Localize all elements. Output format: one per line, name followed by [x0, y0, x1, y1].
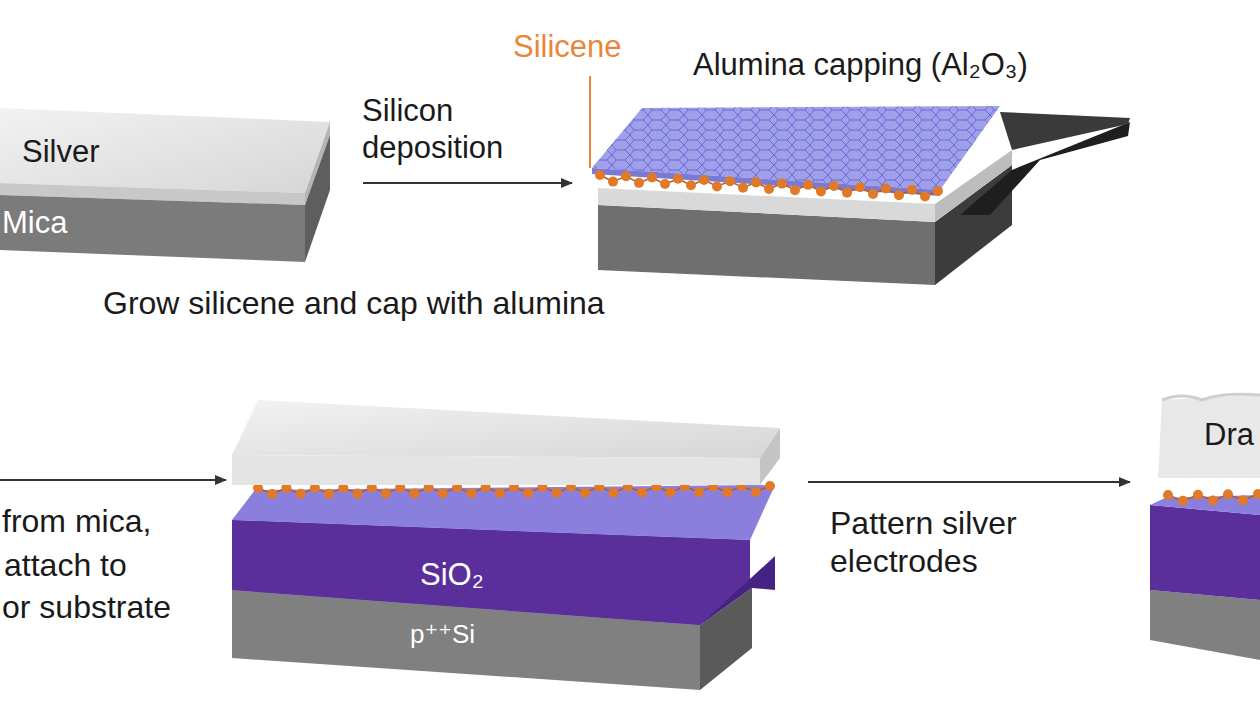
- layer-label: SiO₂: [420, 556, 484, 593]
- step-label: Silicon deposition: [362, 92, 577, 166]
- process-arrow: [363, 182, 572, 184]
- step-caption: Grow silicene and cap with alumina: [103, 284, 605, 322]
- patterned-device: [1150, 394, 1260, 660]
- step-caption: attach to: [4, 546, 127, 584]
- transferred-stack: [232, 400, 780, 690]
- silver-mica-slab: [0, 108, 330, 262]
- layer-label: Mica: [2, 204, 67, 241]
- step-caption: or substrate: [2, 588, 171, 626]
- layer-label: Dra: [1204, 416, 1254, 453]
- material-label: Silicene: [513, 28, 622, 65]
- leader-line: [589, 76, 591, 168]
- process-arrow: [808, 481, 1130, 483]
- step-label: Pattern silver electrodes: [830, 504, 1100, 581]
- step-caption: from mica,: [2, 502, 151, 540]
- capped-silicene-slab: [592, 106, 1130, 285]
- material-label: Alumina capping (Al₂O₃): [693, 46, 1028, 83]
- layer-label: p⁺⁺Si: [410, 619, 475, 650]
- layer-label: Silver: [22, 133, 100, 170]
- process-arrow: [0, 479, 226, 481]
